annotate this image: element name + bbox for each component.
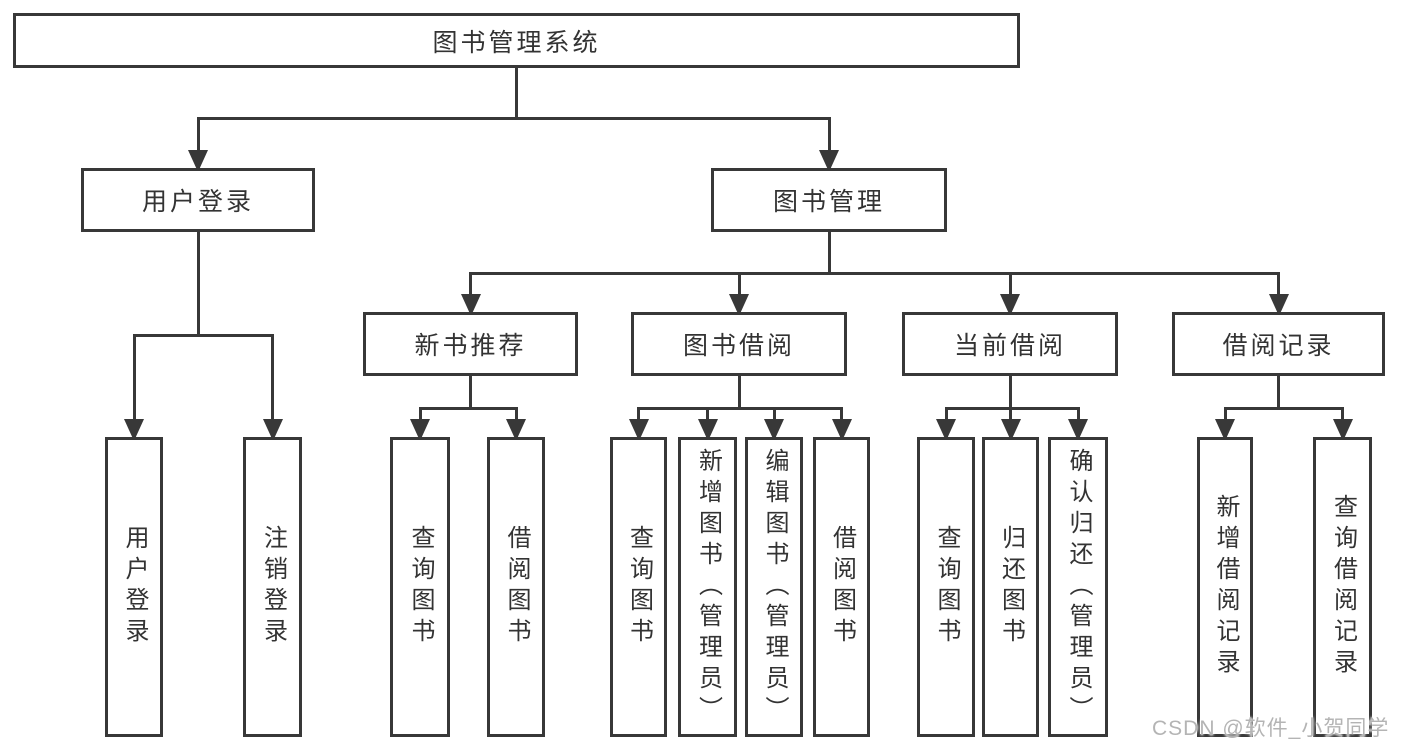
branch-book-borrow	[637, 406, 843, 410]
node-current-borrow: 当前借阅	[902, 312, 1118, 376]
branch-current-borrow	[944, 406, 1080, 410]
drop-book-mgmt	[827, 118, 831, 169]
drop-book-borrow	[737, 273, 741, 313]
arrowhead-leaf-br-add-record	[1215, 419, 1235, 441]
drop-leaf-logout	[271, 335, 274, 438]
branch-root	[196, 116, 831, 120]
node-leaf-cb-query-books: 查询图书	[917, 437, 975, 737]
drop-new-book-rec	[469, 273, 472, 313]
arrowhead-leaf-bb-query-books	[628, 419, 649, 441]
drop-leaf-user-login	[132, 335, 136, 438]
arrowhead-leaf-bb-edit-books	[764, 419, 784, 441]
stub-new-book-rec	[469, 376, 472, 410]
arrowhead-leaf-cb-confirm-return	[1068, 419, 1088, 441]
arrowhead-leaf-logout	[262, 419, 283, 441]
node-borrow-records: 借阅记录	[1172, 312, 1385, 376]
stub-borrow-records	[1277, 376, 1280, 410]
arrowhead-current-borrow	[1000, 294, 1020, 316]
node-book-borrow: 图书借阅	[631, 312, 847, 376]
branch-new-book-rec	[418, 406, 518, 410]
node-leaf-bb-add-books: 新增图书（管理员）	[678, 437, 737, 737]
branch-user-login	[132, 333, 274, 337]
arrowhead-leaf-cb-query-books	[936, 419, 956, 441]
node-leaf-rec-query-books: 查询图书	[390, 437, 450, 737]
node-leaf-br-query-record: 查询借阅记录	[1313, 437, 1372, 737]
node-leaf-rec-borrow-books: 借阅图书	[487, 437, 545, 737]
arrowhead-leaf-cb-return-books	[1000, 419, 1021, 441]
stub-book-borrow	[737, 376, 741, 410]
arrowhead-leaf-rec-borrow-books	[506, 419, 526, 441]
drop-borrow-records	[1277, 273, 1280, 313]
arrowhead-leaf-user-login	[124, 419, 144, 441]
drop-user-login	[196, 118, 200, 169]
stub-root	[515, 68, 518, 120]
node-leaf-bb-edit-books: 编辑图书（管理员）	[745, 437, 803, 737]
node-leaf-bb-borrow-books: 借阅图书	[813, 437, 870, 737]
arrowhead-leaf-rec-query-books	[410, 419, 430, 441]
node-leaf-logout: 注销登录	[243, 437, 302, 737]
node-leaf-cb-confirm-return: 确认归还（管理员）	[1048, 437, 1108, 737]
watermark: CSDN @软件_小贺同学	[1152, 717, 1390, 740]
drop-current-borrow	[1008, 273, 1012, 313]
branch-book-mgmt	[469, 271, 1280, 275]
arrowhead-book-borrow	[729, 294, 749, 316]
stub-book-mgmt	[827, 232, 831, 275]
arrowhead-book-mgmt	[819, 150, 839, 172]
arrowhead-leaf-bb-borrow-books	[831, 419, 852, 441]
branch-borrow-records	[1223, 406, 1344, 410]
arrowhead-leaf-bb-add-books	[697, 419, 718, 441]
node-leaf-bb-query-books: 查询图书	[610, 437, 667, 737]
arrowhead-new-book-rec	[460, 294, 481, 316]
node-leaf-br-add-record: 新增借阅记录	[1197, 437, 1253, 737]
node-root: 图书管理系统	[13, 13, 1020, 68]
stub-current-borrow	[1008, 376, 1012, 410]
arrowhead-leaf-br-query-record	[1332, 419, 1353, 441]
node-new-book-rec: 新书推荐	[363, 312, 578, 376]
node-leaf-cb-return-books: 归还图书	[982, 437, 1039, 737]
node-book-mgmt: 图书管理	[711, 168, 947, 232]
stub-user-login	[196, 232, 200, 337]
arrowhead-user-login	[188, 150, 208, 172]
node-user-login: 用户登录	[81, 168, 315, 232]
node-leaf-user-login: 用户登录	[105, 437, 163, 737]
arrowhead-borrow-records	[1268, 294, 1289, 316]
